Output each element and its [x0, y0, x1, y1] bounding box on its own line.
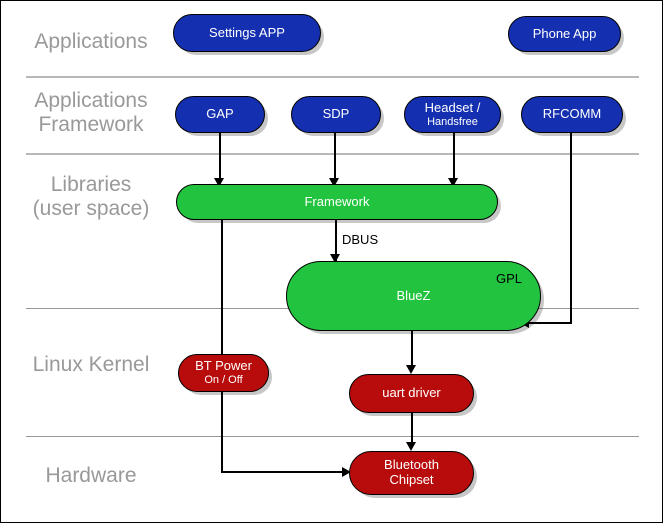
node-label-headset: Headset / — [424, 99, 481, 115]
connector-uart-to-chipset — [411, 413, 413, 447]
node-label-gap: GAP — [206, 106, 234, 122]
connector-left-to-chipset — [221, 471, 344, 473]
arrowhead-bluez-to-uart — [406, 365, 416, 374]
connector-framework-to-bluez — [335, 219, 337, 261]
node-bt-power[interactable]: BT Power On / Off — [178, 354, 269, 392]
node-gap[interactable]: GAP — [175, 96, 265, 133]
node-label-framework: Framework — [304, 193, 370, 209]
layer-label-hardware: Hardware — [45, 464, 137, 487]
node-settings-app[interactable]: Settings APP — [173, 14, 321, 52]
node-bluetooth-chipset[interactable]: Bluetooth Chipset — [349, 451, 474, 495]
node-bluez[interactable]: GPL BlueZ — [286, 261, 541, 331]
node-framework[interactable]: Framework — [176, 184, 498, 220]
node-rfcomm[interactable]: RFCOMM — [521, 96, 623, 133]
node-label-rfcomm: RFCOMM — [542, 106, 602, 122]
layer-label-applications-framework: Applications Framework — [34, 89, 148, 136]
connector-gap-to-framework — [219, 132, 221, 182]
node-label-bt-power: BT Power — [195, 358, 252, 374]
divider-applications-framework — [26, 153, 639, 155]
connector-rfcomm-to-bluez — [525, 322, 572, 324]
arrowhead-gap-to-framework — [214, 178, 224, 187]
node-phone-app[interactable]: Phone App — [508, 16, 621, 52]
divider-linux-kernel — [26, 436, 639, 437]
node-label-phone-app: Phone App — [532, 25, 597, 41]
layer-label-applications: Applications — [34, 30, 148, 53]
node-uart-driver[interactable]: uart driver — [349, 374, 474, 413]
arrowhead-framework-to-bluez — [330, 254, 340, 263]
node-label-bluez: BlueZ — [396, 287, 431, 303]
node-headset-handsfree[interactable]: Headset / Handsfree — [404, 96, 501, 133]
arrowhead-left-to-chipset — [342, 467, 351, 477]
node-label-bluetooth-chipset: Bluetooth — [384, 457, 439, 473]
connector-bluez-to-uart — [411, 331, 413, 369]
node-sublabel-handsfree: Handsfree — [427, 115, 478, 128]
layer-label-libraries: Libraries (user space) — [32, 173, 150, 220]
node-sdp[interactable]: SDP — [291, 96, 381, 133]
node-sublabel-bluetooth-chipset: Chipset — [389, 472, 434, 487]
connector-rfcomm-down — [570, 132, 572, 323]
connector-sdp-to-framework — [334, 132, 336, 182]
node-tag-gpl: GPL — [495, 271, 522, 286]
node-sublabel-bt-power: On / Off — [204, 374, 243, 387]
connector-framework-down-left — [221, 219, 223, 472]
arrowhead-headset-to-framework — [448, 178, 458, 187]
connector-headset-to-framework — [453, 132, 455, 182]
divider-applications — [26, 76, 639, 78]
node-label-sdp: SDP — [322, 106, 350, 122]
node-label-uart-driver: uart driver — [382, 385, 441, 401]
edge-label-dbus: DBUS — [342, 232, 379, 247]
arrowhead-uart-to-chipset — [406, 442, 416, 451]
layer-label-linux-kernel: Linux Kernel — [32, 353, 150, 376]
node-label-settings-app: Settings APP — [209, 24, 285, 40]
arrowhead-sdp-to-framework — [329, 178, 339, 187]
